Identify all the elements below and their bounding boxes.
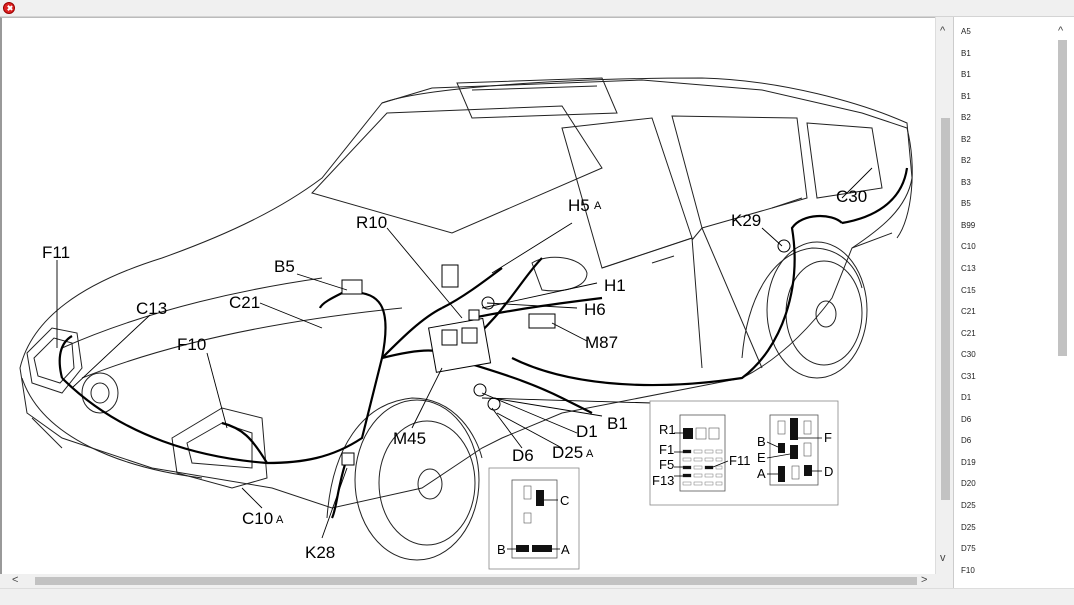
- fuse-label-f11: F11: [729, 453, 750, 468]
- component-list-item[interactable]: D1: [961, 393, 972, 403]
- component-list-item[interactable]: A5: [961, 27, 971, 36]
- callout-h5-sub: A: [594, 200, 602, 212]
- component-list-item[interactable]: D75: [961, 544, 976, 554]
- car-body-outline: [19, 77, 913, 509]
- callout-c30: C30: [836, 187, 867, 206]
- scroll-down-icon[interactable]: v: [940, 552, 946, 564]
- callout-f10: F10: [177, 335, 206, 354]
- component-list-item[interactable]: D6: [961, 436, 972, 446]
- status-bar: [0, 588, 1074, 605]
- callout-h1: H1: [604, 276, 626, 295]
- leader-lines: [56, 167, 873, 539]
- component-list-item[interactable]: C10: [961, 242, 976, 252]
- callout-b5: B5: [274, 257, 295, 276]
- callout-d1: D1: [576, 422, 598, 441]
- fuse-label-f13: F13: [652, 473, 674, 488]
- callout-d6: D6: [512, 446, 534, 465]
- connector-label-b: B: [757, 434, 766, 449]
- component-list-item[interactable]: C30: [961, 350, 976, 360]
- component-list-item[interactable]: B2: [961, 134, 971, 144]
- wheels: [326, 241, 868, 561]
- component-list-item[interactable]: B5: [961, 199, 971, 209]
- connector-label-d: D: [824, 464, 833, 479]
- callout-c10-sub: A: [276, 514, 284, 526]
- list-scroll-thumb[interactable]: [1058, 40, 1067, 356]
- callout-c21: C21: [229, 293, 260, 312]
- title-bar: [0, 0, 1074, 17]
- diagram-viewport: F11 C13 B5 C21 F10 R10 H5 H1 H6 M87 K29 …: [0, 17, 935, 574]
- component-list-item[interactable]: B3: [961, 177, 971, 187]
- component-list-item[interactable]: B1: [961, 48, 971, 58]
- component-list-item[interactable]: B1: [961, 91, 971, 101]
- callout-b1: B1: [607, 414, 628, 433]
- fuse-label-r1: R1: [659, 422, 676, 437]
- component-list-item[interactable]: F10: [961, 565, 975, 575]
- list-scroll-up-icon[interactable]: ^: [1058, 25, 1064, 37]
- callout-h5: H5: [568, 196, 590, 215]
- callout-m45: M45: [393, 429, 426, 448]
- component-list-item[interactable]: D6: [961, 414, 972, 424]
- component-list-item[interactable]: D25: [961, 501, 976, 511]
- fuse-label-f1: F1: [659, 442, 674, 457]
- inset-fuse-connector: R1 F1 F5 F13 F11 B E A F D: [649, 400, 839, 506]
- connector-label-e: E: [757, 450, 766, 465]
- close-icon[interactable]: [3, 2, 15, 14]
- car-wiring-diagram: F11 C13 B5 C21 F10 R10 H5 H1 H6 M87 K29 …: [19, 77, 913, 570]
- component-list-item[interactable]: B1: [961, 70, 971, 80]
- component-list-item[interactable]: B2: [961, 156, 971, 166]
- component-list-item[interactable]: C31: [961, 371, 976, 381]
- inset-bottom-connector: C B A: [488, 467, 580, 570]
- callout-c13: C13: [136, 299, 167, 318]
- callout-d25-sub: A: [586, 448, 594, 460]
- horizontal-scroll-thumb[interactable]: [35, 577, 917, 585]
- callout-r10: R10: [356, 213, 387, 232]
- component-list-item[interactable]: D20: [961, 479, 976, 489]
- component-list-item[interactable]: C13: [961, 264, 976, 274]
- callout-f11: F11: [42, 243, 70, 262]
- component-list-item[interactable]: C15: [961, 285, 976, 295]
- scroll-up-icon[interactable]: ^: [940, 25, 946, 37]
- component-list-item[interactable]: B99: [961, 220, 976, 230]
- callout-d25: D25: [552, 443, 583, 462]
- bottom-connector-label-b: B: [497, 542, 506, 557]
- bottom-connector-label-a: A: [561, 542, 570, 557]
- callout-c10: C10: [242, 509, 273, 528]
- callout-k28: K28: [305, 543, 335, 562]
- scroll-left-icon[interactable]: <: [12, 574, 19, 586]
- component-list-item[interactable]: C21: [961, 307, 976, 317]
- component-list-item[interactable]: C21: [961, 328, 976, 338]
- component-list-item[interactable]: D25: [961, 522, 976, 532]
- vertical-scroll-thumb[interactable]: [941, 118, 950, 500]
- connector-label-a: A: [757, 466, 766, 481]
- callout-m87: M87: [585, 333, 618, 352]
- scroll-right-icon[interactable]: >: [921, 574, 928, 586]
- connector-label-f: F: [824, 430, 832, 445]
- fuse-label-f5: F5: [659, 457, 674, 472]
- bottom-connector-label-c: C: [560, 493, 569, 508]
- callout-k29: K29: [731, 211, 761, 230]
- component-list-item[interactable]: B2: [961, 113, 971, 123]
- component-list-item[interactable]: D19: [961, 457, 976, 467]
- callout-h6: H6: [584, 300, 606, 319]
